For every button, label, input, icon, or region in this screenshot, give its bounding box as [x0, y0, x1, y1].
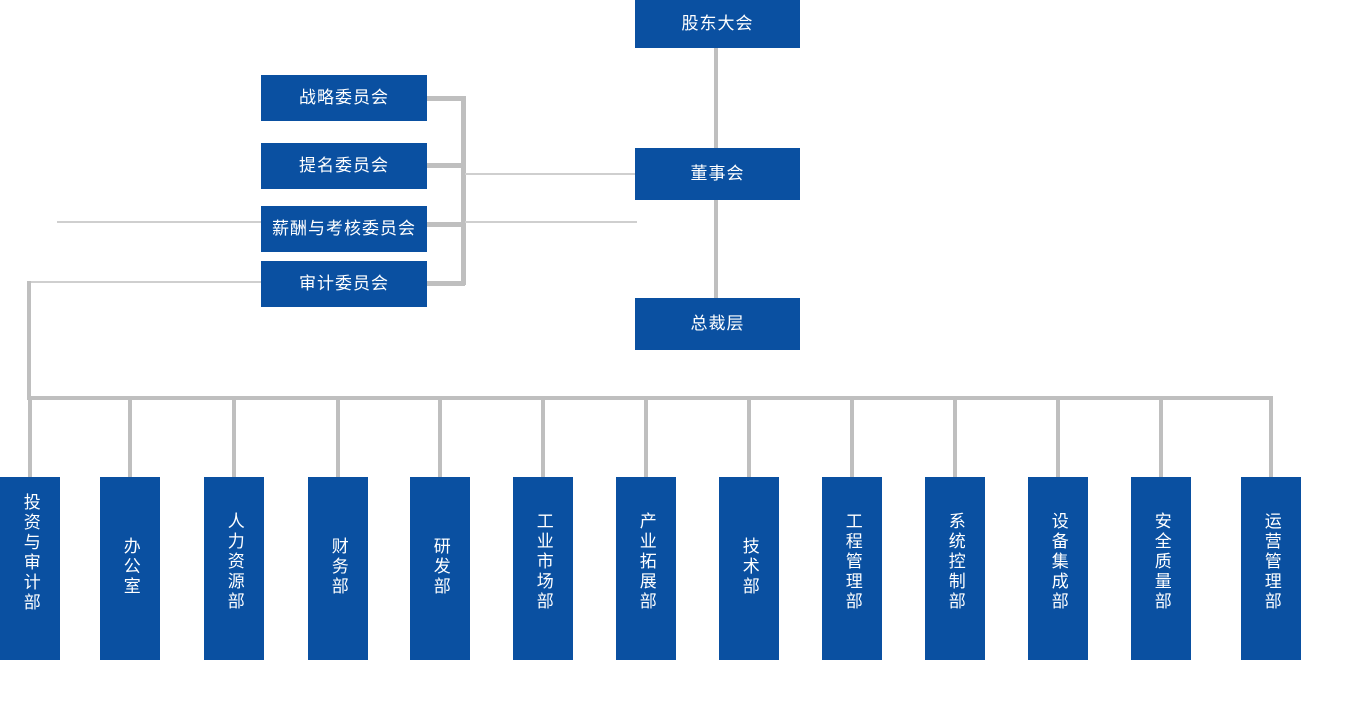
connector-shareholders-to-board [714, 48, 718, 148]
node-department-industrial-market[interactable]: 工业市场部 [513, 477, 573, 660]
node-department-hr-label: 人力资源部 [224, 512, 244, 612]
connector-drop-safety-quality [1159, 396, 1163, 477]
node-department-rd[interactable]: 研发部 [410, 477, 470, 660]
node-department-safety-quality[interactable]: 安全质量部 [1131, 477, 1191, 660]
connector-drop-system-control [953, 396, 957, 477]
node-shareholders-label: 股东大会 [681, 14, 754, 34]
node-department-equipment-integration[interactable]: 设备集成部 [1028, 477, 1088, 660]
node-department-engineering-mgmt[interactable]: 工程管理部 [822, 477, 882, 660]
node-shareholders[interactable]: 股东大会 [635, 0, 800, 48]
connector-committee-trunk [461, 96, 466, 285]
connector-left-riser-vertical [27, 281, 31, 400]
connector-board-to-president [714, 200, 718, 298]
node-department-technology-label: 技术部 [739, 537, 759, 597]
node-department-rd-label: 研发部 [430, 537, 450, 597]
connector-drop-engineering-mgmt [850, 396, 854, 477]
connector-compensation-left-line [57, 221, 263, 223]
node-department-hr[interactable]: 人力资源部 [204, 477, 264, 660]
node-department-invest-audit[interactable]: 投资与审计部 [0, 477, 60, 660]
connector-drop-industrial-market [541, 396, 545, 477]
node-department-finance[interactable]: 财务部 [308, 477, 368, 660]
connector-drop-hr [232, 396, 236, 477]
node-department-office[interactable]: 办公室 [100, 477, 160, 660]
node-department-engineering-mgmt-label: 工程管理部 [842, 512, 862, 612]
connector-drop-invest-audit [28, 396, 32, 477]
connector-strategy-stub [427, 96, 465, 101]
node-committee-compensation[interactable]: 薪酬与考核委员会 [261, 206, 427, 252]
node-department-invest-audit-label: 投资与审计部 [20, 493, 40, 613]
connector-drop-finance [336, 396, 340, 477]
connector-drop-office [128, 396, 132, 477]
connector-department-bus [27, 396, 1273, 400]
node-committee-strategy[interactable]: 战略委员会 [261, 75, 427, 121]
node-committee-strategy-label: 战略委员会 [299, 88, 389, 108]
node-department-operation-mgmt-label: 运营管理部 [1261, 512, 1281, 612]
node-department-operation-mgmt[interactable]: 运营管理部 [1241, 477, 1301, 660]
node-department-finance-label: 财务部 [328, 537, 348, 597]
connector-audit-to-left-riser [28, 281, 263, 283]
node-board[interactable]: 董事会 [635, 148, 800, 200]
node-department-technology[interactable]: 技术部 [719, 477, 779, 660]
node-committee-nomination[interactable]: 提名委员会 [261, 143, 427, 189]
connector-audit-stub [427, 281, 465, 286]
connector-committees-to-board [465, 173, 637, 175]
connector-compensation-stub [427, 222, 465, 227]
connector-nomination-stub [427, 163, 465, 168]
node-department-industry-expansion[interactable]: 产业拓展部 [616, 477, 676, 660]
node-department-industrial-market-label: 工业市场部 [533, 512, 553, 612]
node-president-label: 总裁层 [690, 314, 745, 334]
node-department-system-control-label: 系统控制部 [945, 512, 965, 612]
node-department-system-control[interactable]: 系统控制部 [925, 477, 985, 660]
node-department-industry-expansion-label: 产业拓展部 [636, 512, 656, 612]
node-department-safety-quality-label: 安全质量部 [1151, 512, 1171, 612]
node-committee-audit-label: 审计委员会 [299, 274, 389, 294]
connector-drop-industry-expansion [644, 396, 648, 477]
connector-drop-equipment-integration [1056, 396, 1060, 477]
node-department-equipment-integration-label: 设备集成部 [1048, 512, 1068, 612]
node-department-office-label: 办公室 [120, 537, 140, 597]
connector-drop-rd [438, 396, 442, 477]
connector-drop-operation-mgmt [1269, 396, 1273, 477]
node-committee-nomination-label: 提名委员会 [299, 156, 389, 176]
connector-drop-technology [747, 396, 751, 477]
node-board-label: 董事会 [690, 164, 745, 184]
node-president[interactable]: 总裁层 [635, 298, 800, 350]
node-committee-audit[interactable]: 审计委员会 [261, 261, 427, 307]
connector-compensation-extended-line [465, 221, 637, 223]
node-committee-compensation-label: 薪酬与考核委员会 [272, 219, 416, 239]
